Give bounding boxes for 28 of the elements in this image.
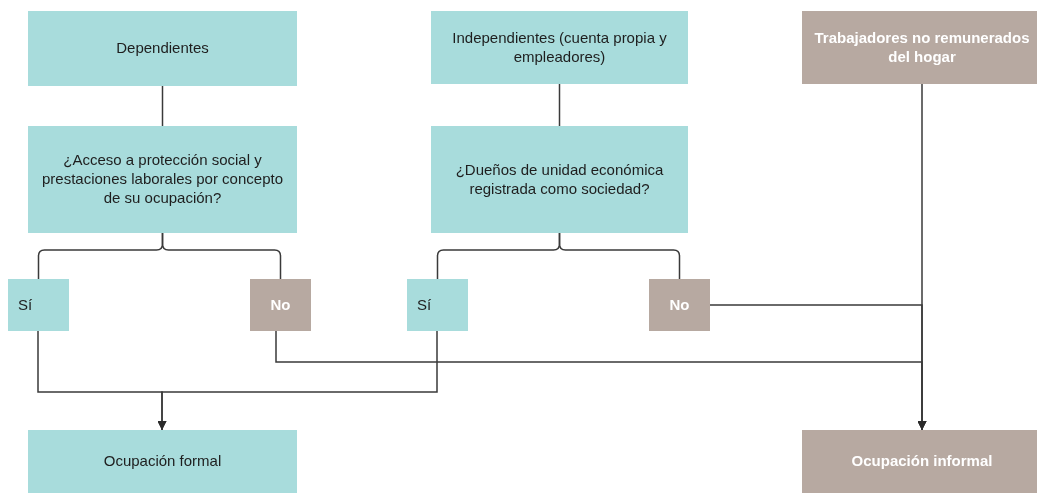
node-label: Dependientes xyxy=(116,39,209,58)
connector-line xyxy=(161,85,164,127)
node-label: ¿Dueños de unidad económica registrada como sociedad? xyxy=(454,160,665,199)
arrow xyxy=(157,330,438,431)
outcome-box xyxy=(649,279,710,331)
process-box xyxy=(431,11,688,84)
node-label: No xyxy=(270,295,291,315)
outcome-box xyxy=(802,11,1037,84)
node-label: No xyxy=(669,295,690,315)
arrow xyxy=(917,83,927,431)
outcome-box xyxy=(802,430,1037,493)
bracket-connector xyxy=(558,232,681,280)
connector-line xyxy=(558,83,561,127)
outcome-box xyxy=(250,279,311,331)
process-box xyxy=(431,126,688,233)
node-label: Sí xyxy=(417,295,432,315)
bracket-connector xyxy=(161,232,282,280)
node-label: Ocupación formal xyxy=(103,452,222,471)
process-box xyxy=(407,279,468,331)
process-box xyxy=(28,11,297,86)
node-label: Ocupación informal xyxy=(851,452,993,471)
node-label: ¿Acceso a protección social y prestaciones laborales por concepto de su ocupación? xyxy=(41,151,284,208)
process-box xyxy=(28,430,297,493)
process-box xyxy=(28,126,297,233)
node-label: Trabajadores no remunerados del hogar xyxy=(813,28,1031,67)
process-box xyxy=(8,279,69,331)
node-label: Sí xyxy=(18,295,33,315)
node-label: Independientes (cuenta propia y empleadores) xyxy=(451,28,668,67)
